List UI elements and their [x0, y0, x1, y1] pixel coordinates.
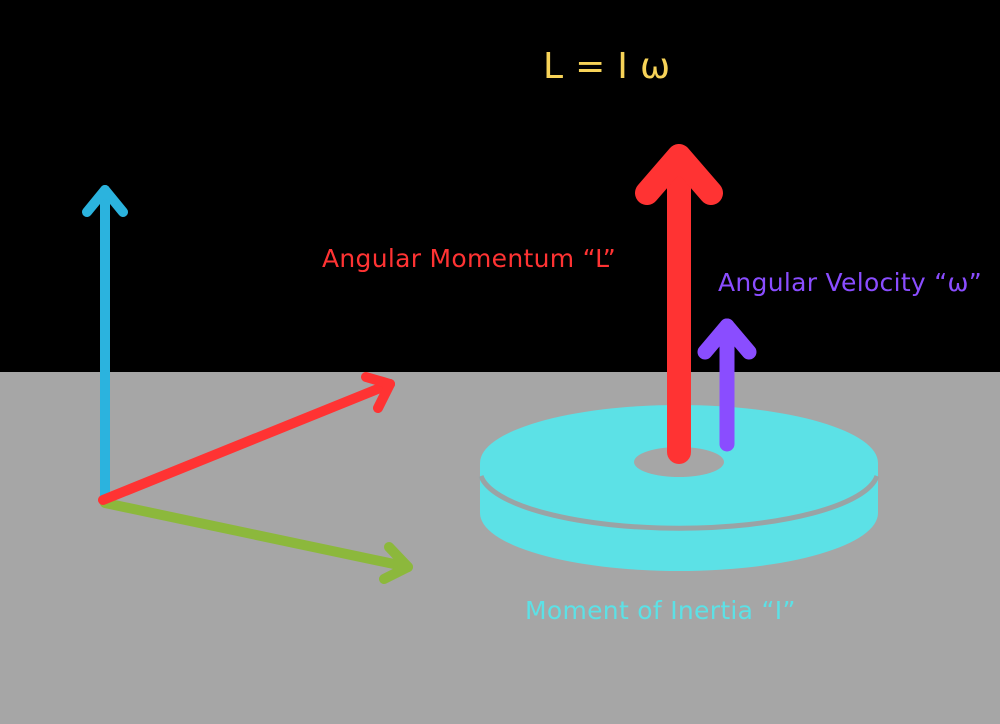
disc-edge-line — [478, 475, 880, 531]
moment-of-inertia-label: Moment of Inertia “I” — [525, 596, 796, 625]
angular-velocity-label: Angular Velocity “ω” — [718, 268, 983, 297]
angular-momentum-label: Angular Momentum “L” — [322, 244, 617, 273]
angular-velocity-arrow — [697, 318, 757, 452]
equation-text: L = I ω — [543, 46, 671, 87]
angular-momentum-arrow — [635, 144, 723, 464]
axis-vertical-arrow — [82, 185, 128, 505]
axis-green-arrow — [100, 498, 413, 584]
coordinate-axes — [82, 185, 413, 584]
ground-plane — [0, 372, 1000, 724]
axis-red-arrow — [98, 372, 395, 505]
sky-background — [0, 0, 1000, 372]
